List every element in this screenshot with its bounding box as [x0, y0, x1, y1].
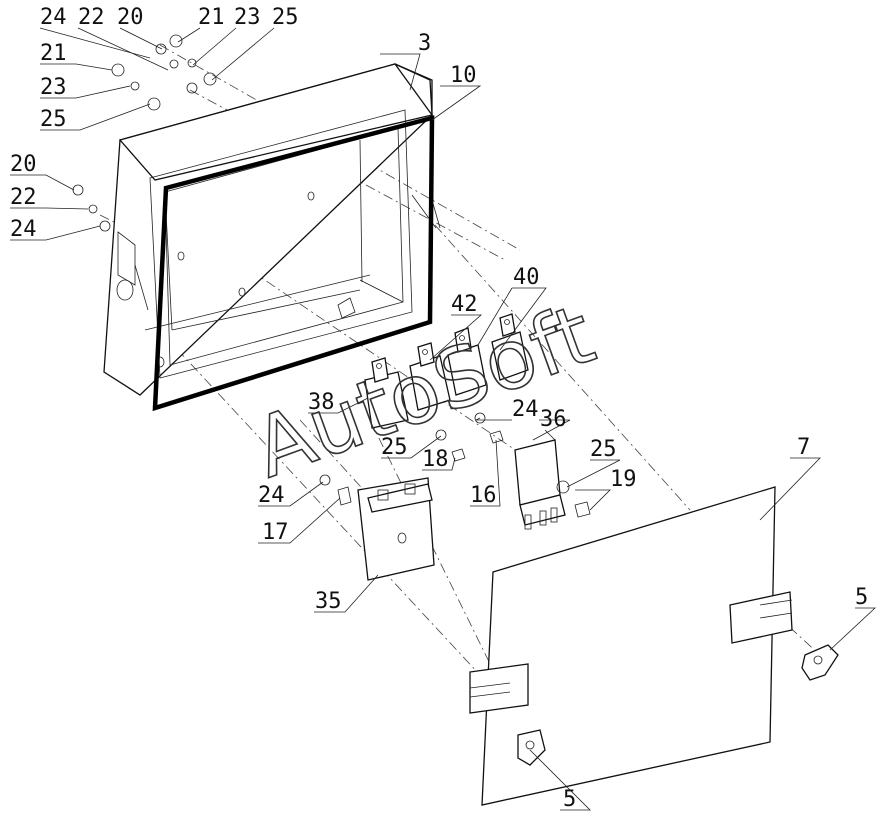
callout-24-lower: 24	[258, 483, 285, 508]
callout-20-top: 20	[117, 5, 144, 30]
callout-25-left: 25	[40, 107, 67, 132]
callout-35: 35	[315, 589, 342, 614]
relay-group	[364, 313, 529, 429]
callout-38: 38	[308, 390, 335, 415]
callout-23-left: 23	[40, 75, 67, 100]
callout-22-left: 22	[10, 185, 37, 210]
callout-19: 19	[610, 467, 637, 492]
callout-40: 40	[513, 265, 540, 290]
callout-24-top: 24	[40, 5, 67, 30]
gasket-seal	[152, 115, 435, 412]
callout-5-right: 5	[855, 585, 868, 610]
callout-21-top: 21	[198, 5, 225, 30]
callout-21-left: 21	[40, 41, 67, 66]
cover-plate-7	[469, 486, 793, 806]
callout-3: 3	[418, 31, 431, 56]
fasteners	[72, 34, 591, 518]
callout-16: 16	[470, 483, 497, 508]
callout-24-center: 24	[512, 397, 539, 422]
leader-lines	[10, 27, 877, 811]
callout-labels: 24 22 20 21 23 25 3 10 21 23 25 20 22 24…	[10, 5, 868, 812]
callout-24-left: 24	[10, 217, 37, 242]
callout-18: 18	[422, 447, 449, 472]
callout-20-left: 20	[10, 152, 37, 177]
regulator-36	[514, 429, 566, 530]
callout-23-top: 23	[234, 5, 261, 30]
callout-5-bottom: 5	[563, 787, 576, 812]
callout-42: 42	[451, 292, 478, 317]
callout-22-top: 22	[78, 5, 105, 30]
callout-17: 17	[262, 520, 289, 545]
module-35	[357, 477, 435, 581]
callout-10: 10	[450, 63, 477, 88]
box-housing	[103, 63, 441, 396]
callout-25-center: 25	[381, 435, 408, 460]
callout-7: 7	[797, 435, 810, 460]
callout-36: 36	[540, 407, 567, 432]
callout-25-top: 25	[272, 5, 299, 30]
callout-25-right: 25	[590, 437, 617, 462]
lock-cam-parts	[517, 644, 839, 766]
